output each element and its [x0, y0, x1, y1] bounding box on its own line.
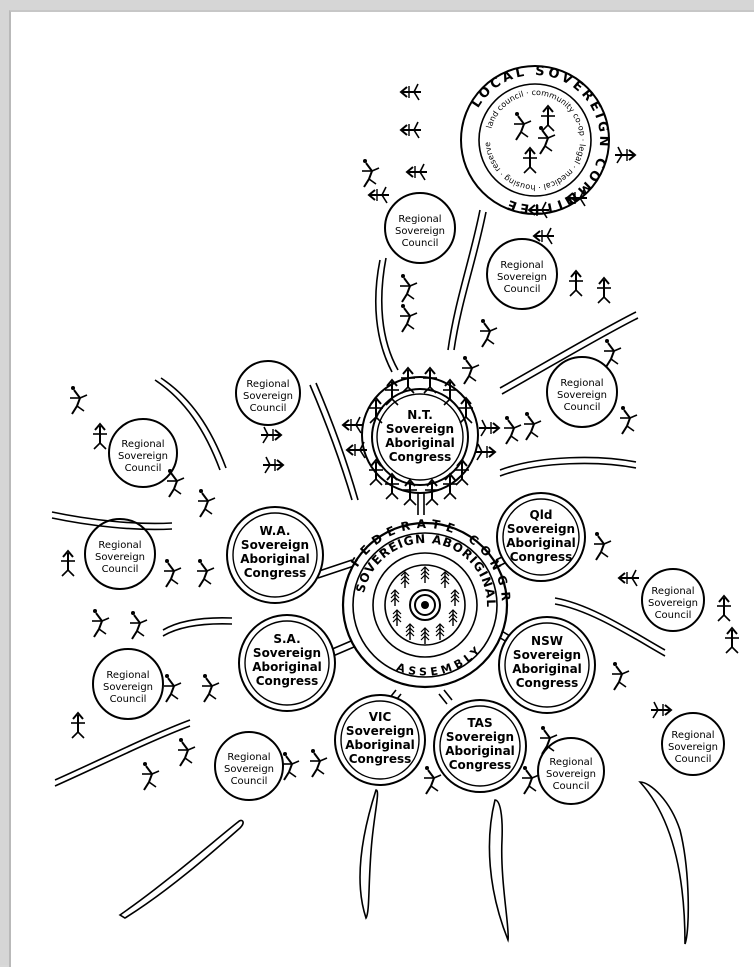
- river-shapes: [51, 209, 690, 945]
- regional-council-circles: [84, 192, 725, 805]
- state-congress-circles: [226, 492, 596, 793]
- paper-sheet: [9, 10, 754, 967]
- nt-congress-node: [361, 376, 479, 494]
- local-sovereign-committee: LOCAL SOVEREIGN COMMITTEE land council ·…: [460, 64, 610, 216]
